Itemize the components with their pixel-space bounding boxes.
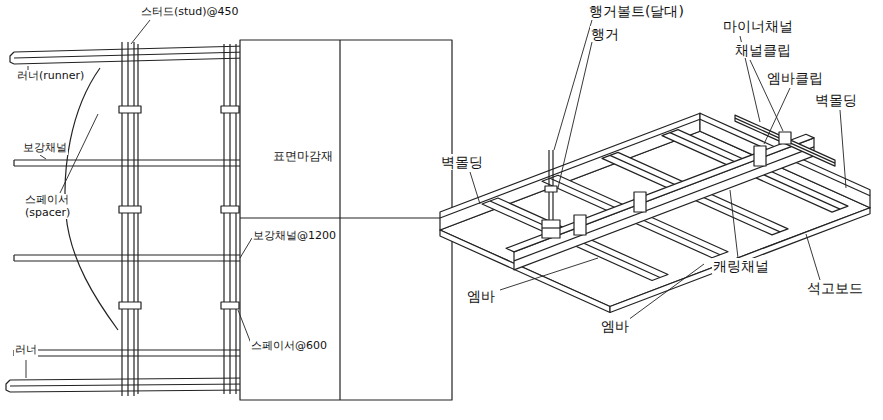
spacer [119,106,239,309]
part-label: 스페이서 (spacer) [24,194,82,219]
m-bar [482,130,848,281]
part-label: 보강채널@1200 [252,230,337,243]
part-label: 벽몰딩 [814,92,858,108]
leader-line [470,20,846,320]
reinforcing-channel [14,160,240,356]
finish-panel [240,40,452,400]
part-label: 엠바 [600,318,630,334]
gypsum-board [440,131,870,312]
hanger [542,150,560,238]
stud [122,42,236,396]
part-label: 표면마감재 [272,150,334,164]
part-label: 러너 [14,344,38,357]
m-bar-clip [574,146,766,235]
part-label: 캐링채널 [712,258,770,274]
part-label: 석고보드 [806,280,864,296]
channel-clip [779,132,791,144]
minor-channel [735,115,835,166]
part-label: 마이너채널 [722,18,794,34]
runner [6,378,246,392]
part-label: 엠바 [466,288,496,304]
part-label: 행거볼트(달대) [588,3,685,19]
part-label: 행거 [590,26,620,42]
part-label: 러너(runner) [16,70,85,83]
carrying-channel [506,134,814,270]
part-label: 스터드(stud)@450 [140,6,240,19]
part-label: 엠바클립 [766,70,824,86]
part-label: 채널클립 [734,42,792,58]
part-label: 스페이서@600 [250,340,328,353]
part-label: 보강채널 [22,142,68,155]
part-label: 벽몰딩 [440,154,484,170]
